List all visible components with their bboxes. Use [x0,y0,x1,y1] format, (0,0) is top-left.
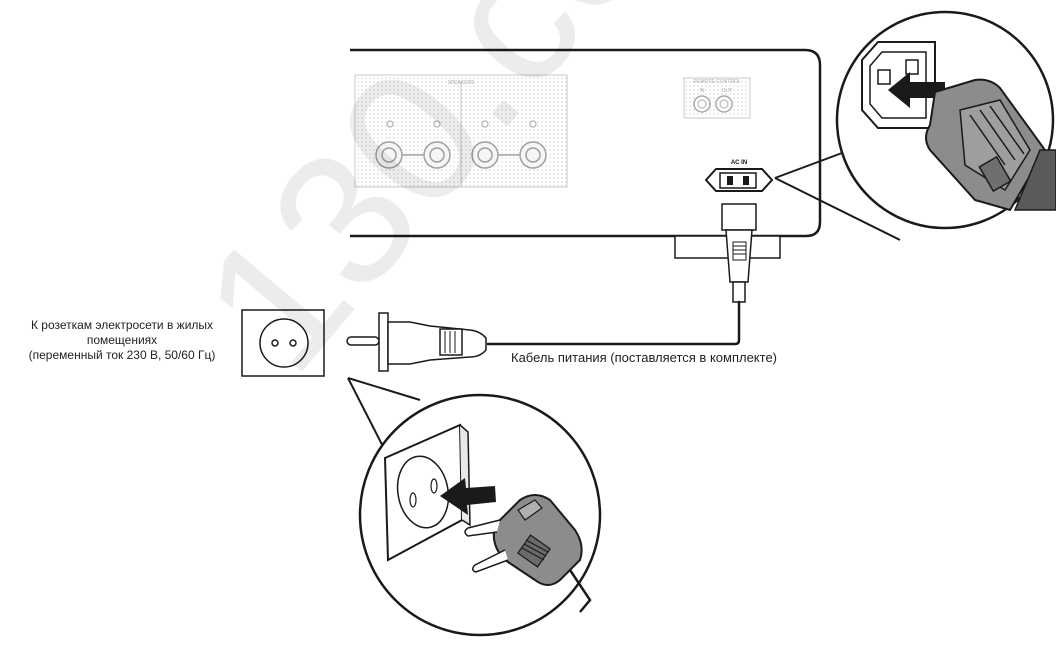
iec-plug [721,203,757,303]
remote-out-jack [715,95,733,113]
outlet-label-line-2: помещениях [86,333,158,347]
remote-control-jacks: REMOTE CONTROL IN OUT [683,77,751,119]
remote-in-jack [693,95,711,113]
speaker-terminal-2 [423,141,451,169]
outlet-detail-callout [347,377,602,637]
speaker-terminal-4 [519,141,547,169]
outlet-label-line-3: (переменный ток 230 В, 50/60 Гц) [28,348,216,362]
power-cable [486,300,741,346]
outlet-label-line-1: К розеткам электросети в жилых [30,318,214,332]
cable-label: Кабель питания (поставляется в комплекте… [511,350,778,365]
ac-inlet: AC IN [704,160,774,192]
wall-outlet [241,309,325,377]
outlet-label: К розеткам электросети в жилых помещения… [4,318,240,363]
insert-arrow-icon [888,72,945,108]
remote-control-label: REMOTE CONTROL [693,79,740,85]
iec-detail-callout [774,10,1056,241]
euro-plug-side [346,312,487,372]
speaker-terminal-1 [375,141,403,169]
speaker-terminals: SPEAKERS [354,74,568,188]
remote-out-label: OUT [722,88,733,94]
ac-in-label: AC IN [731,160,747,166]
remote-in-label: IN [700,88,705,94]
speakers-label: SPEAKERS [448,80,476,86]
insert-arrow-icon [440,478,496,515]
speaker-terminal-3 [471,141,499,169]
